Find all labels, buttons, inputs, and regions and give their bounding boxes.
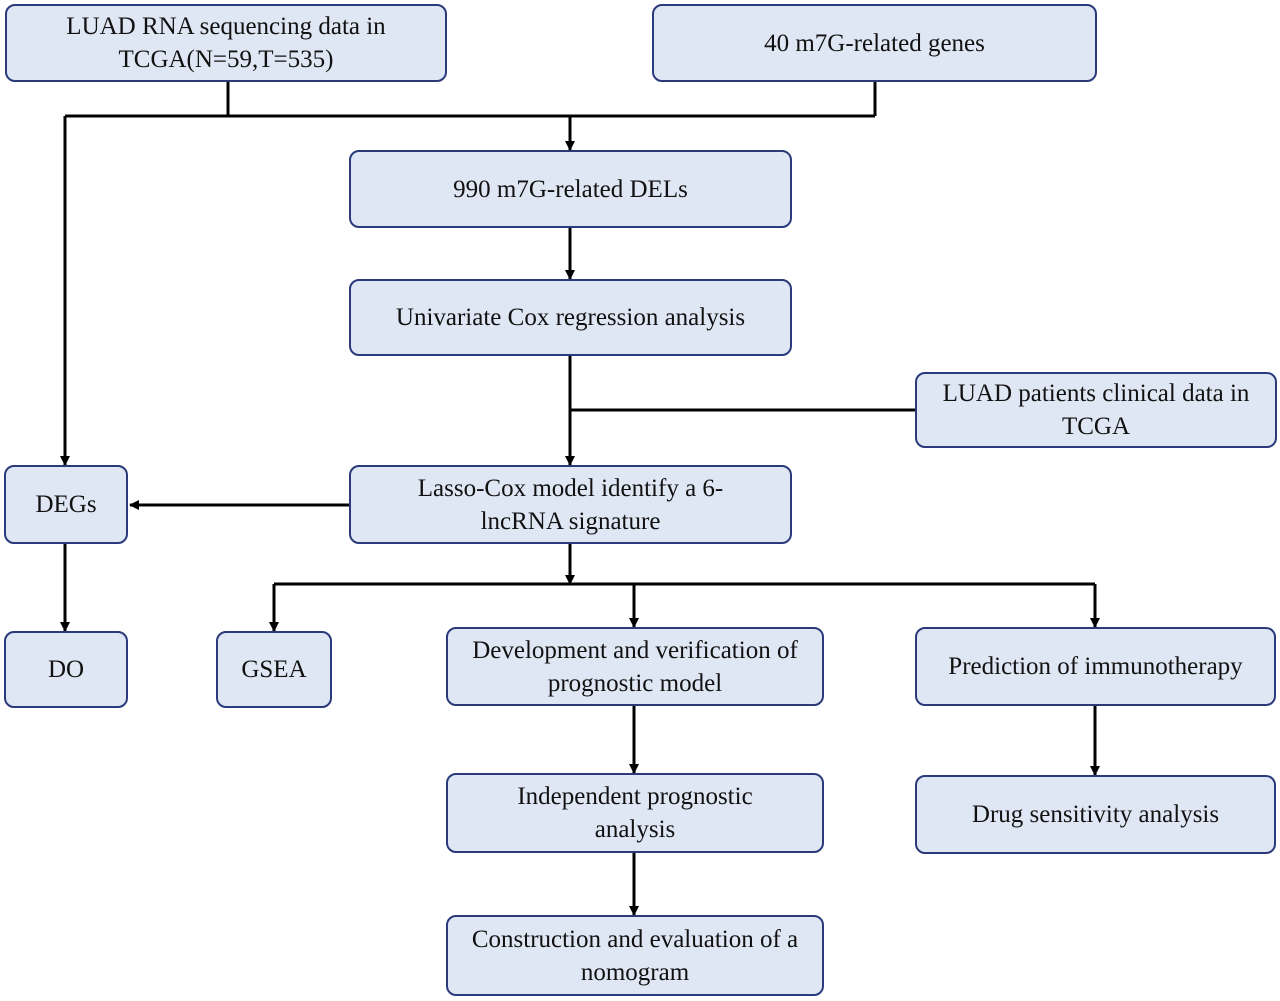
immunotherapy-label: Prediction of immunotherapy	[948, 653, 1243, 680]
gsea-label: GSEA	[241, 656, 307, 683]
luad-rna-label: LUAD RNA sequencing data in TCGA(N=59,T=…	[66, 13, 386, 73]
dels-node: 990 m7G-related DELs	[349, 150, 792, 228]
lasso-node: Lasso-Cox model identify a 6-lncRNA sign…	[349, 465, 792, 544]
development-label: Development and verification of prognost…	[472, 636, 798, 697]
m7g-genes-label: 40 m7G-related genes	[764, 29, 985, 57]
clinical-node: LUAD patients clinical data in TCGA	[915, 372, 1277, 448]
degs-node: DEGs	[4, 465, 128, 544]
lasso-label: Lasso-Cox model identify a 6-lncRNA sign…	[417, 474, 724, 535]
immunotherapy-node: Prediction of immunotherapy	[915, 627, 1276, 706]
univariate-label: Univariate Cox regression analysis	[395, 304, 746, 331]
m7g-genes-node: 40 m7G-related genes	[652, 4, 1097, 82]
do-label: DO	[47, 656, 85, 683]
degs-label: DEGs	[35, 491, 97, 518]
dels-label: 990 m7G-related DELs	[453, 175, 688, 203]
drug-label: Drug sensitivity analysis	[971, 801, 1220, 828]
nomogram-label: Construction and evaluation of a nomogra…	[471, 925, 799, 986]
clinical-label: LUAD patients clinical data in TCGA	[942, 380, 1250, 440]
gsea-node: GSEA	[216, 631, 332, 708]
do-node: DO	[4, 631, 128, 708]
independent-label: Independent prognostic analysis	[517, 783, 753, 843]
univariate-node: Univariate Cox regression analysis	[349, 279, 792, 356]
drug-node: Drug sensitivity analysis	[915, 775, 1276, 854]
nomogram-node: Construction and evaluation of a nomogra…	[446, 915, 824, 996]
luad-rna-node: LUAD RNA sequencing data in TCGA(N=59,T=…	[5, 4, 447, 82]
independent-node: Independent prognostic analysis	[446, 773, 824, 853]
development-node: Development and verification of prognost…	[446, 627, 824, 706]
